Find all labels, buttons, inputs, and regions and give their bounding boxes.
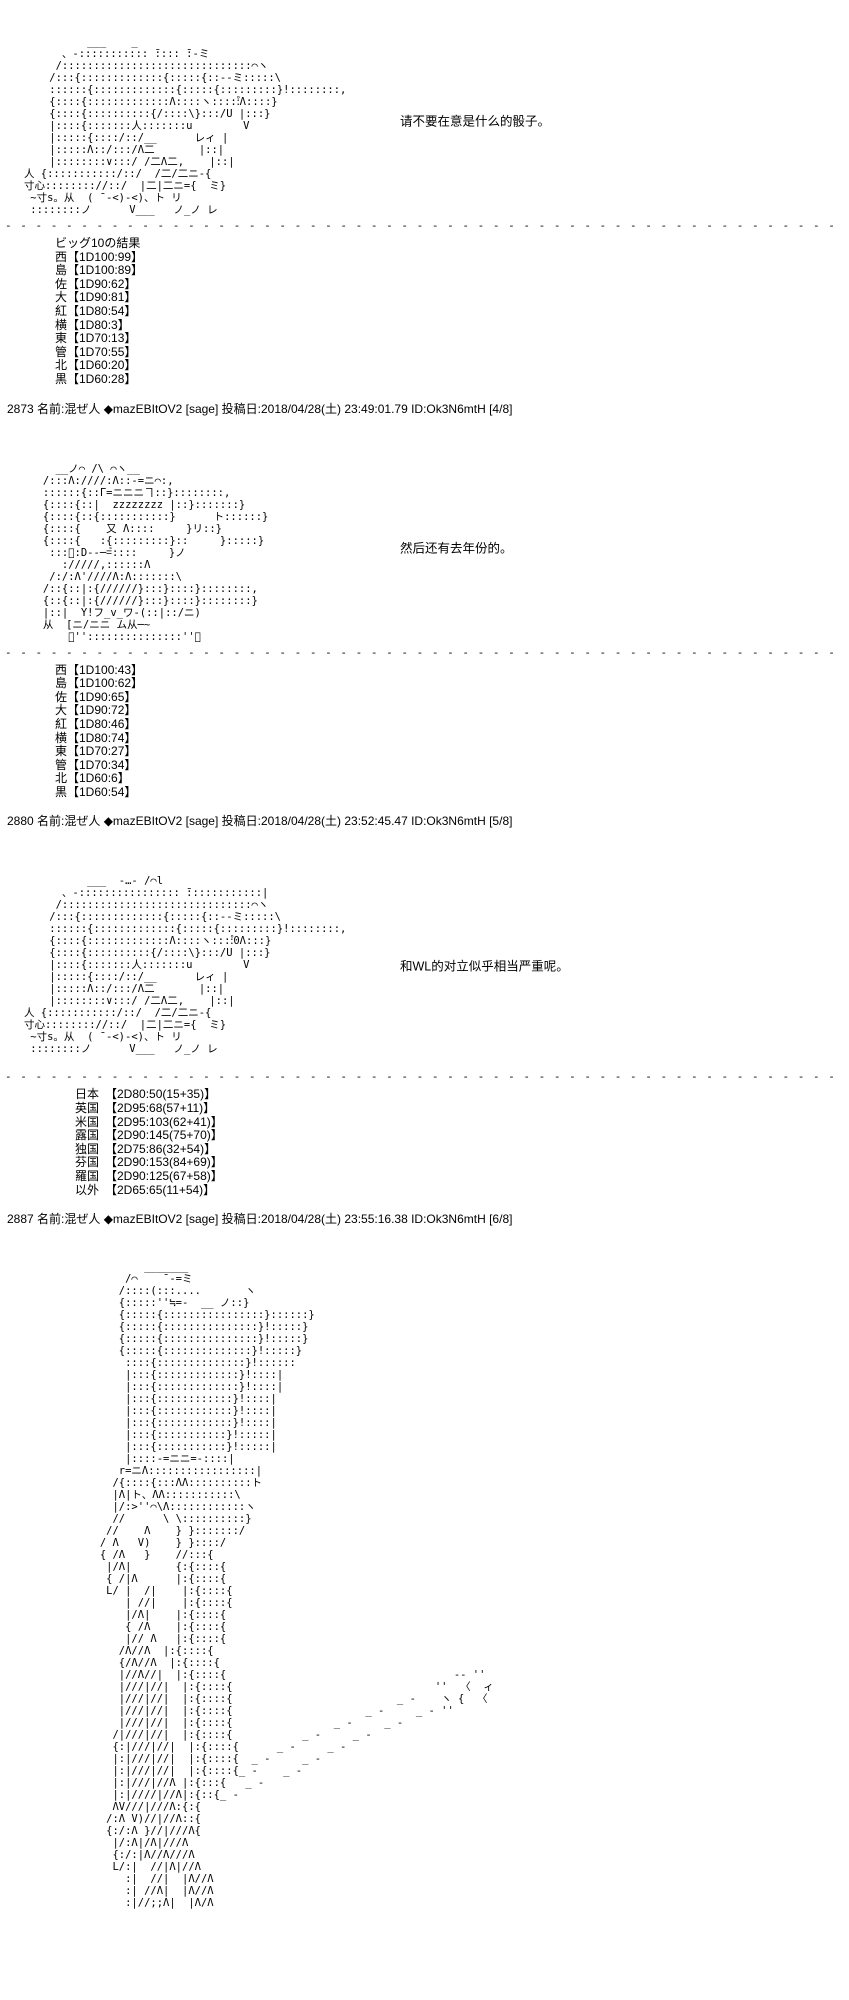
post-header-line: 2880 名前:混ぜ人 ◆mazEBItOV2 [sage] 投稿日:2018/… bbox=[7, 814, 513, 829]
dialogue-text: 和WL的对立似乎相当严重呢。 bbox=[400, 959, 569, 974]
dialogue-text: 然后还有去年份的。 bbox=[400, 541, 513, 556]
post-partial: _______ /⌒ ̄ ‐=ミ /::::(:::.... ヽ {:::::'… bbox=[5, 1261, 844, 1909]
aa-block: ___ _ 、‐::::::::::: ̄:::: ̄:‐ミ /::::::::… bbox=[5, 24, 844, 216]
separator: - - - - - - - - - - - - - - - - - - - - … bbox=[5, 219, 845, 232]
dice-result-line: 東【1D70:27】 bbox=[55, 744, 137, 759]
dice-result-line: 西【1D100:43】 bbox=[55, 662, 144, 677]
post-2873: ___ _ 、‐::::::::::: ̄:::: ̄:‐ミ /::::::::… bbox=[5, 24, 845, 417]
dice-result-line: 島【1D100:89】 bbox=[55, 263, 144, 278]
aa-block: _______ /⌒ ̄ ‐=ミ /::::(:::.... ヽ {:::::'… bbox=[5, 1261, 844, 1909]
dice-result-line: 北【1D60:20】 bbox=[55, 358, 137, 373]
dice-results-list: 西【1D100:99】島【1D100:89】佐【1D90:62】大【1D90:8… bbox=[55, 249, 844, 387]
dialogue-text: 请不要在意是什么的骰子。 bbox=[400, 114, 551, 129]
dice-result-line: 島【1D100:62】 bbox=[55, 676, 144, 691]
dice-result-line: 大【1D90:72】 bbox=[55, 703, 137, 718]
dice-results-list: 西【1D100:43】島【1D100:62】佐【1D90:65】大【1D90:7… bbox=[55, 662, 844, 800]
dice-result-line: 黒【1D60:54】 bbox=[55, 784, 137, 799]
ascii-art: ___ ‐…‐ /⌒l 、‐:::::::::::::::: ̄::::::::… bbox=[23, 875, 347, 1056]
dice-results: 日本 【2D80:50(15+35)】英国 【2D95:68(57+11)】米国… bbox=[75, 1088, 844, 1197]
aa-block: ___ ‐…‐ /⌒l 、‐:::::::::::::::: ̄::::::::… bbox=[5, 863, 844, 1067]
post-header-line: 2873 名前:混ぜ人 ◆mazEBItOV2 [sage] 投稿日:2018/… bbox=[7, 401, 513, 416]
post-2880: __ノ⌒ /\ ⌒ヽ__ /:::Λ:////:Λ::‐=ニ⌒:, ::::::… bbox=[5, 451, 845, 830]
dice-result-line: 大【1D90:81】 bbox=[55, 290, 137, 305]
dice-results-title: ビッグ10の結果 bbox=[55, 236, 141, 250]
dice-result-line: 羅国 【2D90:125(67+58)】 bbox=[75, 1169, 223, 1184]
dice-result-line: 紅【1D80:54】 bbox=[55, 303, 137, 318]
dice-results: ビッグ10の結果 西【1D100:99】島【1D100:89】佐【1D90:62… bbox=[55, 236, 844, 387]
dice-result-line: 佐【1D90:65】 bbox=[55, 689, 137, 704]
dice-result-line: 横【1D80:74】 bbox=[55, 730, 137, 745]
dice-result-line: 黒【1D60:28】 bbox=[55, 371, 137, 386]
ascii-art: _______ /⌒ ̄ ‐=ミ /::::(:::.... ヽ {:::::'… bbox=[99, 1261, 494, 1910]
dice-result-line: 西【1D100:99】 bbox=[55, 249, 144, 264]
dice-result-line: 日本 【2D80:50(15+35)】 bbox=[75, 1087, 217, 1102]
dice-result-line: 以外 【2D65:65(11+54)】 bbox=[75, 1182, 216, 1197]
post-header-line: 2887 名前:混ぜ人 ◆mazEBItOV2 [sage] 投稿日:2018/… bbox=[7, 1212, 513, 1227]
dice-result-line: 露国 【2D90:145(75+70)】 bbox=[75, 1128, 223, 1143]
dice-result-line: 管【1D70:55】 bbox=[55, 344, 137, 359]
dice-result-line: 英国 【2D95:68(57+11)】 bbox=[75, 1101, 216, 1116]
dice-result-line: 佐【1D90:62】 bbox=[55, 276, 137, 291]
dice-results: 西【1D100:43】島【1D100:62】佐【1D90:65】大【1D90:7… bbox=[55, 662, 844, 800]
dice-result-line: 米国 【2D95:103(62+41)】 bbox=[75, 1114, 223, 1129]
ascii-art: __ノ⌒ /\ ⌒ヽ__ /:::Λ:////:Λ::‐=ニ⌒:, ::::::… bbox=[42, 462, 269, 643]
thread-page: ___ _ 、‐::::::::::: ̄:::: ̄:‐ミ /::::::::… bbox=[5, 24, 845, 1909]
dice-result-line: 独国 【2D75:86(32+54)】 bbox=[75, 1141, 217, 1156]
ascii-art: ___ _ 、‐::::::::::: ̄:::: ̄:‐ミ /::::::::… bbox=[23, 36, 347, 216]
dice-result-line: 東【1D70:13】 bbox=[55, 331, 137, 346]
dice-result-line: 芬国 【2D90:153(84+69)】 bbox=[75, 1155, 223, 1170]
dice-results-list: 日本 【2D80:50(15+35)】英国 【2D95:68(57+11)】米国… bbox=[75, 1088, 844, 1197]
post-2887: ___ ‐…‐ /⌒l 、‐:::::::::::::::: ̄::::::::… bbox=[5, 863, 845, 1227]
dice-result-line: 北【1D60:6】 bbox=[55, 771, 130, 786]
aa-block: __ノ⌒ /\ ⌒ヽ__ /:::Λ:////:Λ::‐=ニ⌒:, ::::::… bbox=[5, 451, 844, 643]
separator: - - - - - - - - - - - - - - - - - - - - … bbox=[5, 1070, 845, 1084]
separator: - - - - - - - - - - - - - - - - - - - - … bbox=[5, 645, 845, 659]
dice-result-line: 管【1D70:34】 bbox=[55, 757, 137, 772]
dice-result-line: 横【1D80:3】 bbox=[55, 317, 130, 332]
dice-result-line: 紅【1D80:46】 bbox=[55, 716, 137, 731]
